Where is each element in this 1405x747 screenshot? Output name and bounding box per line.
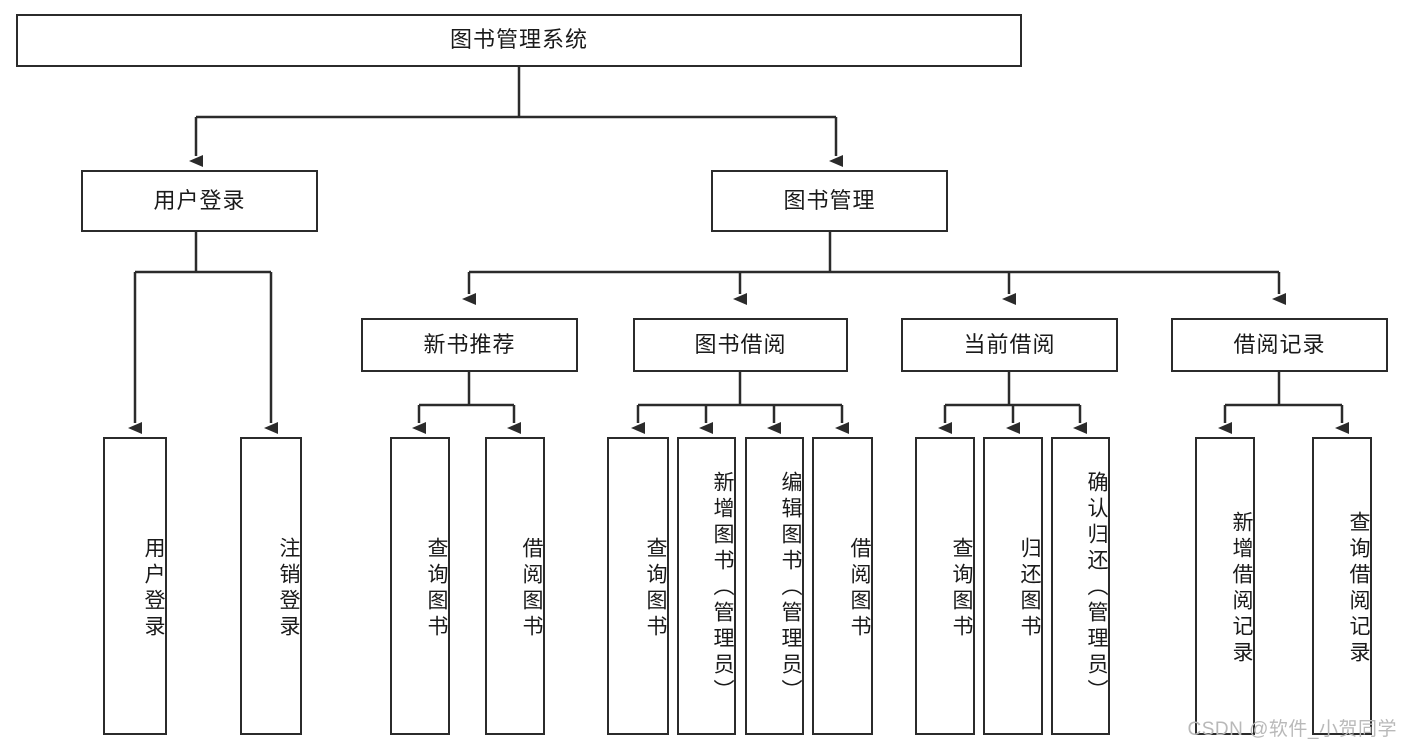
leaf-book-borrow-add-book-admin[interactable]: 新增图书（管理员）	[677, 437, 736, 735]
node-book-management[interactable]: 图书管理	[711, 170, 948, 232]
node-borrow-record[interactable]: 借阅记录	[1171, 318, 1388, 372]
node-book-borrow[interactable]: 图书借阅	[633, 318, 848, 372]
leaf-new-book-query-book[interactable]: 查询图书	[390, 437, 450, 735]
leaf-borrow-record-add-record[interactable]: 新增借阅记录	[1195, 437, 1255, 735]
leaf-new-book-borrow-book[interactable]: 借阅图书	[485, 437, 545, 735]
node-root[interactable]: 图书管理系统	[16, 14, 1022, 67]
leaf-book-borrow-borrow-book[interactable]: 借阅图书	[812, 437, 873, 735]
leaf-borrow-record-query-record[interactable]: 查询借阅记录	[1312, 437, 1372, 735]
node-new-book-recommend[interactable]: 新书推荐	[361, 318, 578, 372]
leaf-user-login-logout[interactable]: 注销登录	[240, 437, 302, 735]
leaf-current-borrow-query-book[interactable]: 查询图书	[915, 437, 975, 735]
node-user-login[interactable]: 用户登录	[81, 170, 318, 232]
leaf-book-borrow-edit-book-admin[interactable]: 编辑图书（管理员）	[745, 437, 804, 735]
leaf-user-login-login[interactable]: 用户登录	[103, 437, 167, 735]
leaf-book-borrow-query-book[interactable]: 查询图书	[607, 437, 669, 735]
leaf-current-borrow-return-book[interactable]: 归还图书	[983, 437, 1043, 735]
node-current-borrow[interactable]: 当前借阅	[901, 318, 1118, 372]
leaf-current-borrow-confirm-return-admin[interactable]: 确认归还（管理员）	[1051, 437, 1110, 735]
